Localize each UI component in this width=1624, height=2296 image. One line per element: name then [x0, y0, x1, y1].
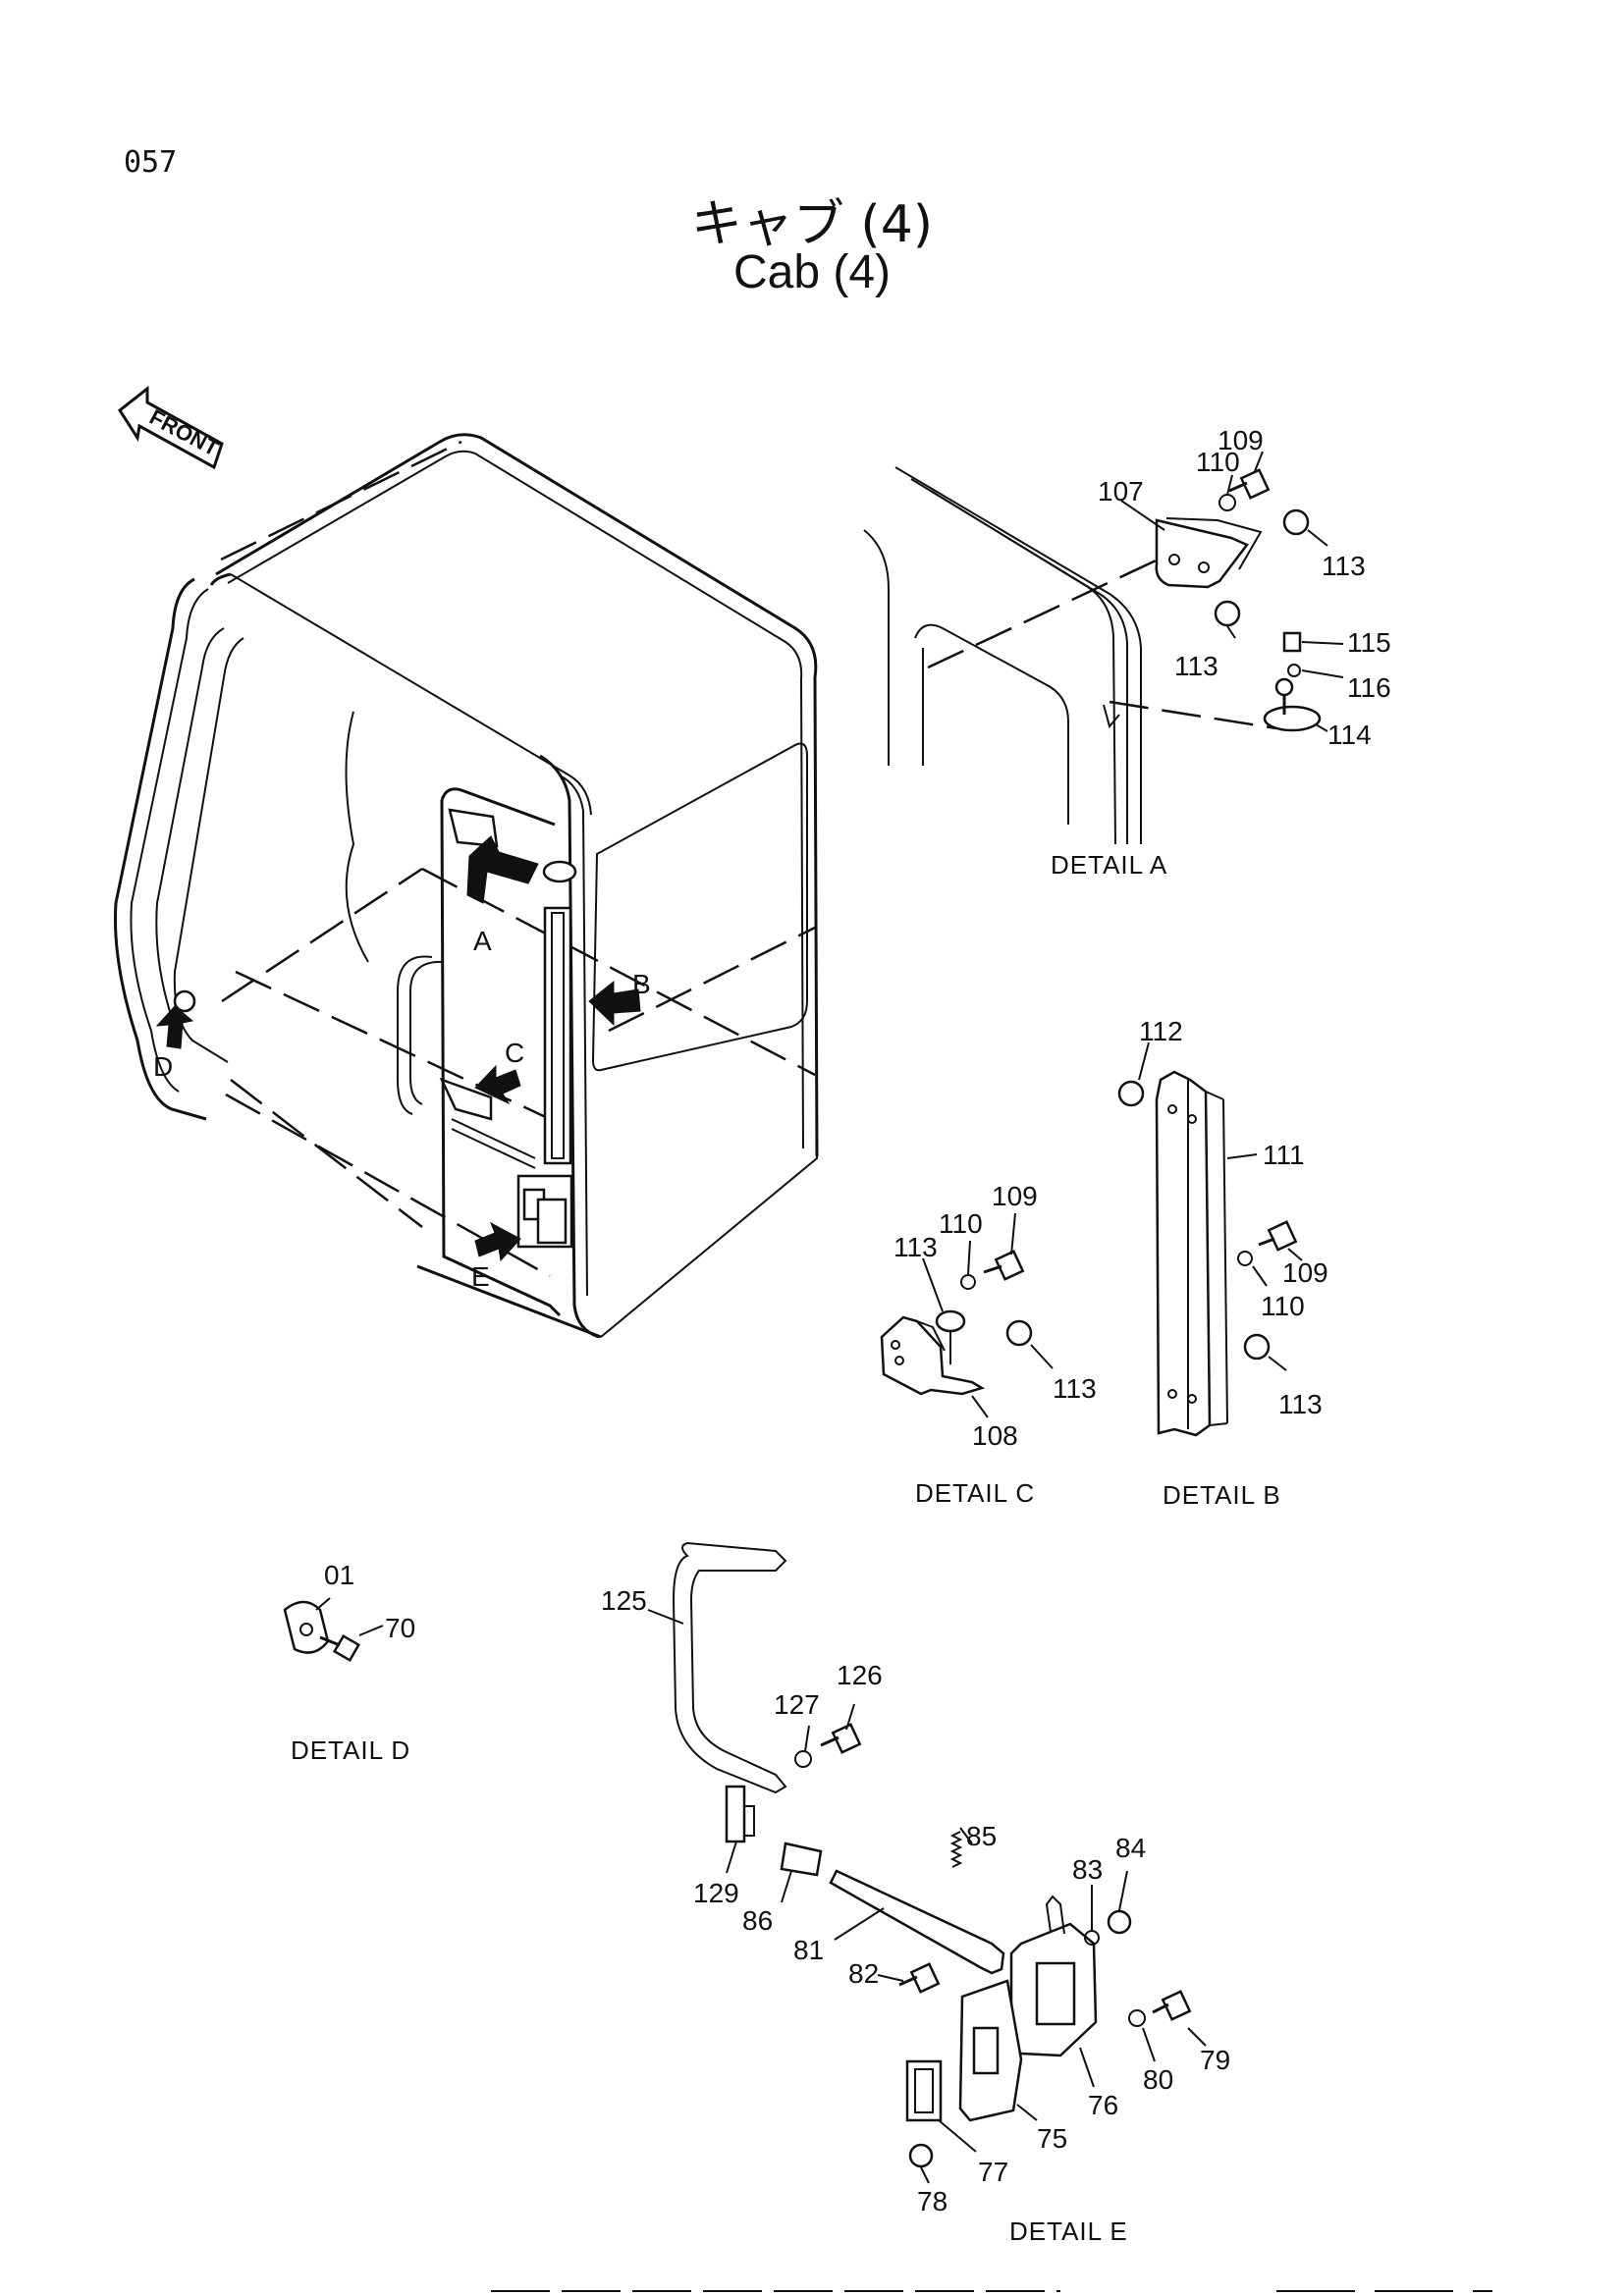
callout-113b: 113 [1174, 651, 1218, 681]
callout-110b: 110 [1261, 1291, 1305, 1321]
arrow-a-icon [466, 835, 539, 904]
detail-c-caption: DETAIL C [915, 1478, 1035, 1508]
callout-80: 80 [1143, 2064, 1173, 2095]
callout-115: 115 [1347, 627, 1391, 658]
callout-81: 81 [793, 1935, 824, 1965]
callout-116: 116 [1347, 672, 1391, 703]
page-title-english: Cab (4) [732, 246, 892, 298]
arrow-label-d: D [153, 1051, 173, 1082]
detail-d: 01 70 DETAIL D [283, 1560, 415, 1765]
arrow-label-e: E [471, 1261, 490, 1292]
callout-109: 109 [1218, 425, 1264, 455]
callout-110: 110 [1196, 447, 1240, 477]
arrow-d-icon [155, 1005, 194, 1049]
callout-78: 78 [917, 2186, 947, 2216]
callout-01: 01 [324, 1560, 354, 1590]
callout-107: 107 [1098, 476, 1144, 507]
arrow-label-c: C [505, 1038, 524, 1068]
callout-77: 77 [978, 2157, 1008, 2187]
detail-b-caption: DETAIL B [1163, 1480, 1281, 1510]
callout-113c: 113 [1278, 1389, 1323, 1419]
callout-125: 125 [601, 1585, 647, 1616]
detail-d-caption: DETAIL D [291, 1735, 410, 1765]
callout-113d: 113 [893, 1232, 938, 1262]
detail-c: 109 110 113 113 108 DETAIL C [880, 1181, 1097, 1508]
detail-e: 125 126 127 129 85 84 83 86 81 82 79 80 … [601, 1541, 1230, 2246]
callout-83: 83 [1072, 1854, 1103, 1885]
detail-e-caption: DETAIL E [1009, 2216, 1128, 2246]
callout-129: 129 [693, 1878, 739, 1908]
callout-76: 76 [1088, 2090, 1118, 2120]
arrow-c-icon [474, 1064, 521, 1105]
callout-79: 79 [1200, 2045, 1230, 2075]
page-title-japanese: キャブ (4) [690, 195, 934, 254]
arrow-label-b: B [632, 969, 651, 999]
callout-127: 127 [774, 1689, 820, 1720]
front-arrow-icon: FRONT [118, 385, 224, 470]
callout-108: 108 [972, 1420, 1018, 1451]
callout-86: 86 [742, 1905, 773, 1936]
callout-109c: 109 [992, 1181, 1038, 1211]
callout-82: 82 [848, 1958, 879, 1989]
front-arrow-label: FRONT [145, 404, 223, 461]
callout-75: 75 [1037, 2123, 1067, 2154]
callout-70: 70 [385, 1613, 415, 1643]
detail-b: 112 111 109 110 113 DETAIL B [1117, 1016, 1328, 1510]
callout-126: 126 [837, 1660, 883, 1690]
callout-110c: 110 [939, 1208, 983, 1239]
callout-113e: 113 [1053, 1373, 1097, 1404]
callout-114: 114 [1327, 720, 1372, 750]
arrow-e-icon [474, 1221, 521, 1262]
page-number: 057 [124, 145, 178, 180]
detail-a: 109 110 107 113 113 115 116 114 DETAIL A [863, 425, 1391, 880]
arrow-b-icon [588, 980, 641, 1027]
callout-109b: 109 [1282, 1257, 1328, 1288]
callout-113: 113 [1322, 551, 1366, 581]
callout-111: 111 [1263, 1140, 1305, 1170]
cab-main-view: A B C D E [114, 433, 819, 1339]
detail-a-caption: DETAIL A [1051, 850, 1167, 880]
callout-112: 112 [1139, 1016, 1183, 1046]
arrow-label-a: A [473, 926, 492, 956]
callout-85: 85 [966, 1821, 997, 1851]
callout-84: 84 [1115, 1833, 1146, 1863]
